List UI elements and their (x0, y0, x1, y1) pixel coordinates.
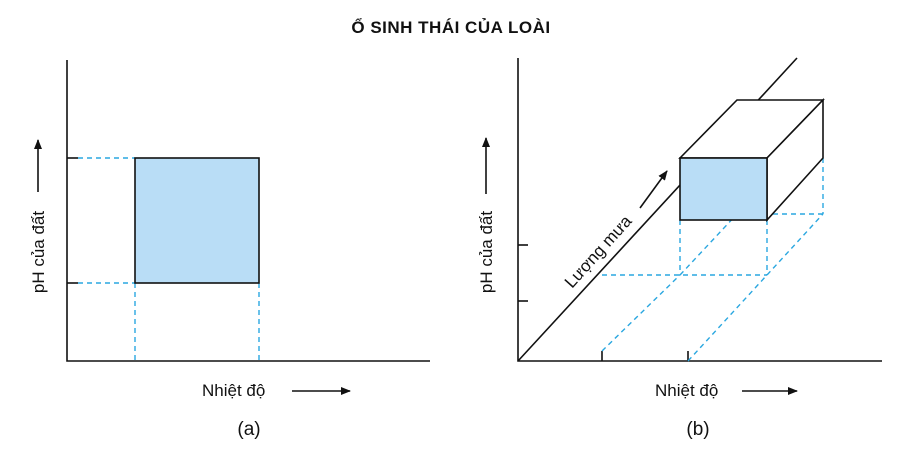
panel-b-z-label: Lượng mưa (561, 211, 636, 291)
panel-b-y-label: pH của đất (477, 211, 496, 293)
panel-a-x-label: Nhiệt độ (202, 381, 265, 400)
panel-b: pH của đất Lượng mưa Nhiệt độ (b) (477, 57, 882, 440)
panel-a-caption: (a) (237, 419, 260, 440)
panel-a-niche-rect (134, 157, 260, 284)
panel-a-y-label: pH của đất (29, 211, 48, 293)
panel-b-guides (601, 158, 824, 362)
panel-a-axes (66, 60, 430, 362)
panel-a-guides (78, 157, 260, 361)
panel-b-caption: (b) (686, 419, 709, 440)
panel-b-z-arrow (639, 170, 668, 209)
panel-a: pH của đất Nhiệt độ (a) (29, 60, 430, 440)
panel-b-x-label: Nhiệt độ (655, 381, 718, 400)
figure-title: Ổ SINH THÁI CỦA LOÀI (351, 18, 551, 37)
panel-b-niche-box (678, 98, 825, 223)
